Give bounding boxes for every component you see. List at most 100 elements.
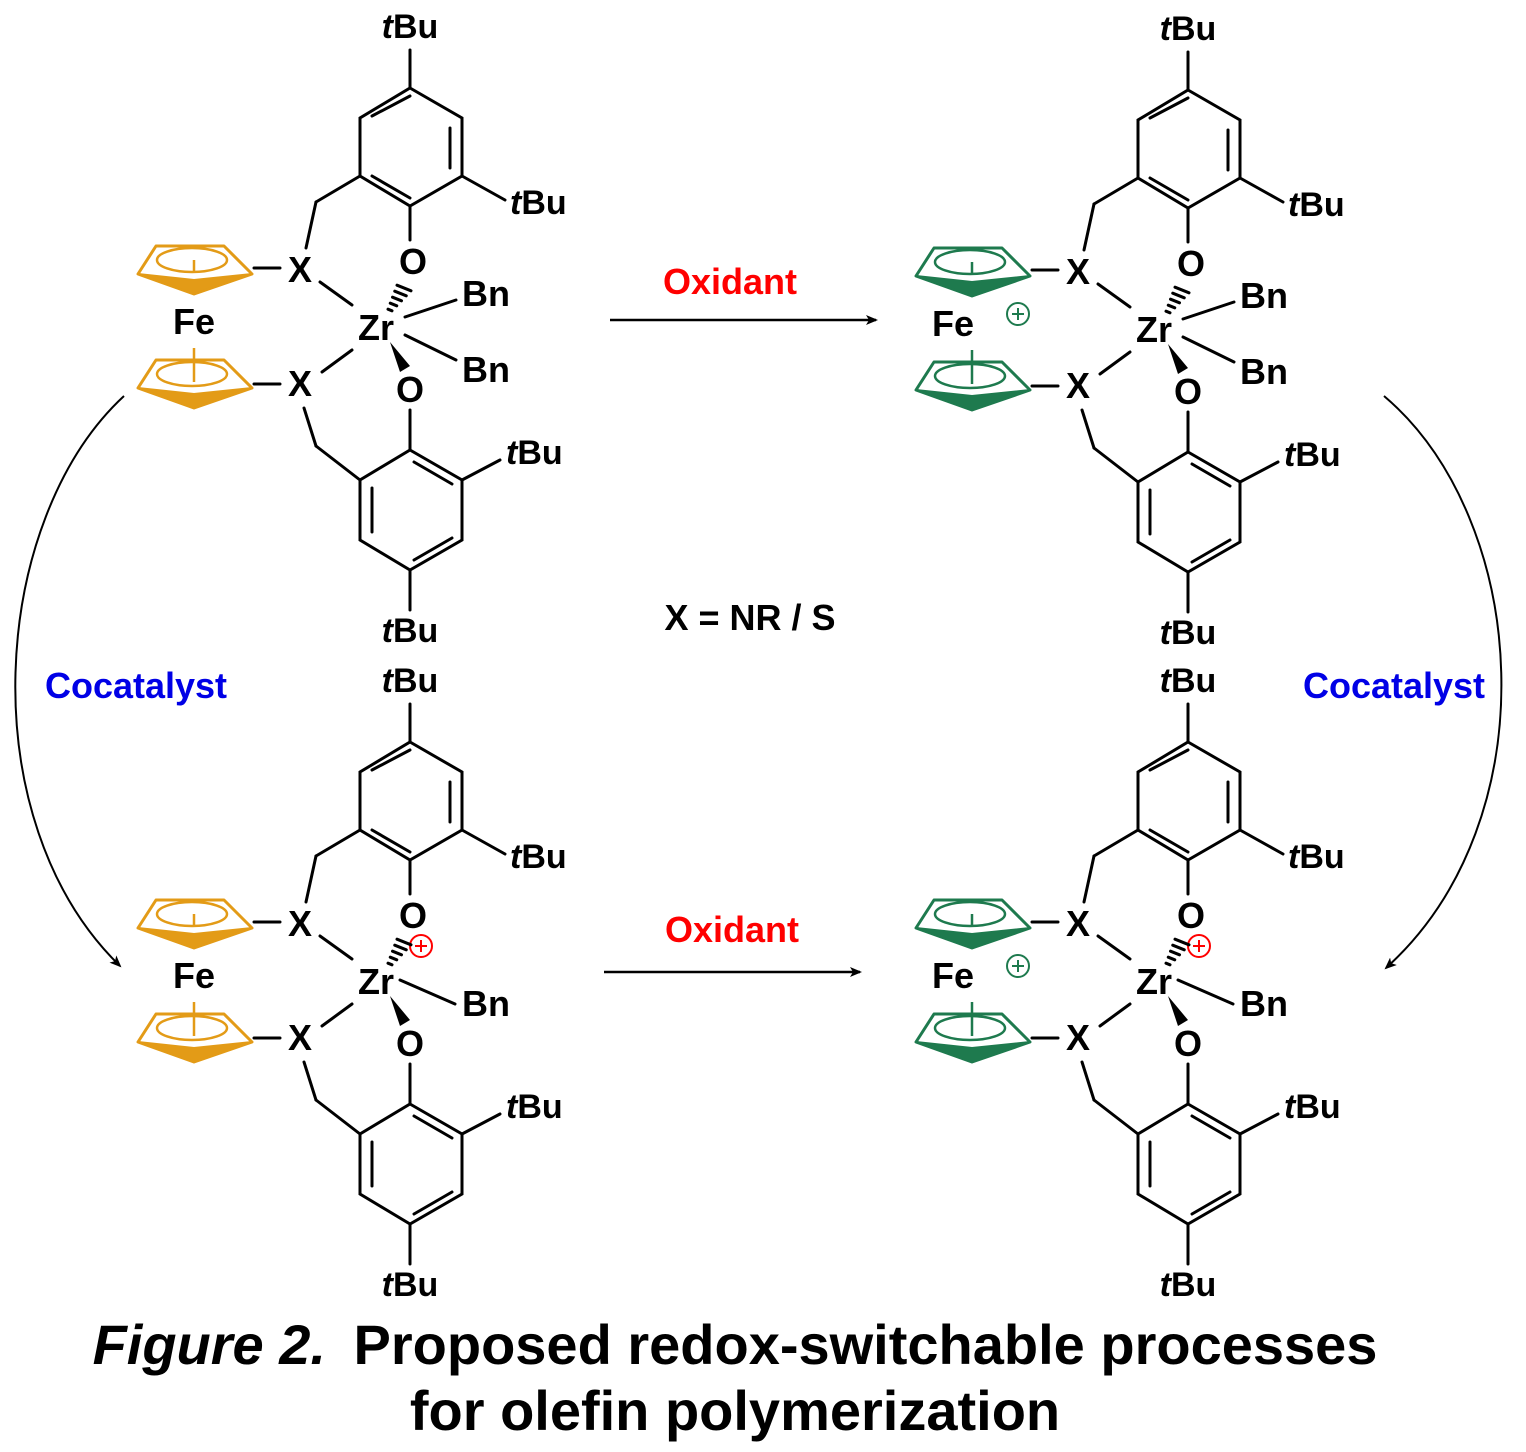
aryl-ring-top (1136, 740, 1242, 862)
oxygen-top: O (399, 895, 427, 936)
hashed-wedge (386, 307, 394, 313)
bond (460, 458, 502, 482)
double-bond (370, 748, 412, 772)
bond (302, 1060, 318, 1102)
x-donor-top: X (288, 903, 312, 944)
hashed-wedge (1171, 943, 1186, 952)
double-bond (370, 174, 412, 200)
iron-atom: Fe (173, 955, 215, 996)
oxygen-bottom: O (1174, 1023, 1202, 1064)
cp-ring-bottom (914, 350, 1032, 412)
bond (403, 333, 458, 362)
oxidant-label-top: Oxidant (663, 261, 797, 302)
aryl-ring-top (358, 740, 464, 862)
oxygen-bottom: O (1174, 371, 1202, 412)
cp-ring-top (914, 898, 1032, 950)
double-bond (1190, 1114, 1232, 1140)
double-bond (1148, 828, 1190, 854)
double-bond (1148, 96, 1190, 120)
benzyl-ligand-2: Bn (462, 349, 510, 390)
bond (314, 828, 362, 858)
cp-ring-bottom (136, 1002, 254, 1064)
bond (1098, 1002, 1132, 1028)
zr-charge-icon (1187, 934, 1211, 958)
double-bond (1190, 462, 1232, 488)
cocatalyst-arrow-left: Cocatalyst (14, 395, 227, 968)
hashed-wedge (1169, 949, 1181, 957)
double-bond (412, 1190, 454, 1216)
bond (318, 280, 354, 307)
bond (1238, 1112, 1280, 1136)
aryl-ring-bottom (1136, 1102, 1242, 1226)
hashed-wedge (388, 301, 399, 308)
benzyl-ligand-1: Bn (462, 273, 510, 314)
solid-wedge (390, 996, 410, 1026)
hashed-wedge (1173, 937, 1191, 947)
aryl-ring-bottom (358, 1102, 464, 1226)
benzyl-ligand: Bn (1240, 983, 1288, 1024)
hashed-wedge (395, 283, 413, 293)
zirconium-atom: Zr (358, 307, 394, 348)
oxidant-arrow-top: Oxidant (610, 261, 878, 325)
hashed-wedge (391, 295, 403, 303)
tbu-ortho-top: tBu (1288, 838, 1345, 876)
oxygen-bottom: O (396, 1023, 424, 1064)
aryl-ring-bottom (1136, 450, 1242, 574)
bond (1082, 854, 1096, 904)
hashed-wedge (393, 289, 408, 298)
double-bond (1148, 176, 1190, 202)
zr-charge-icon (409, 934, 433, 958)
solid-wedge (1168, 344, 1188, 374)
tbu-ortho-top: tBu (510, 184, 567, 222)
tbu-para-top: tBu (1160, 662, 1217, 700)
bond (460, 1112, 502, 1136)
oxygen-top: O (399, 241, 427, 282)
solid-wedge (390, 342, 410, 372)
double-bond (370, 94, 412, 118)
fe-charge-icon (1006, 302, 1030, 326)
solid-wedge (1168, 996, 1188, 1026)
hashed-wedge (388, 955, 399, 962)
zirconium-atom: Zr (1136, 961, 1172, 1002)
iron-atom: Fe (932, 955, 974, 996)
tbu-ortho-bottom: tBu (1284, 436, 1341, 474)
aryl-ring-top (1136, 88, 1242, 210)
bond (1238, 828, 1285, 856)
oxygen-top: O (1177, 243, 1205, 284)
double-bond (412, 536, 454, 562)
bond (1092, 1098, 1140, 1136)
bond (1082, 202, 1096, 252)
bond (318, 934, 354, 961)
tbu-para-bottom: tBu (382, 612, 439, 650)
aryl-ring-top (358, 86, 464, 208)
bond (1181, 335, 1236, 364)
double-bond (1190, 538, 1232, 564)
oxygen-top: O (1177, 895, 1205, 936)
cp-ring-top (136, 898, 254, 950)
oxidant-label-bottom: Oxidant (665, 909, 799, 950)
benzyl-ligand: Bn (462, 983, 510, 1024)
tbu-para-top: tBu (382, 662, 439, 700)
tbu-ortho-top: tBu (510, 838, 567, 876)
bond (1096, 282, 1132, 309)
double-bond (412, 460, 454, 486)
x-definition-legend: X = NR / S (664, 597, 835, 638)
double-bond (412, 1114, 454, 1140)
bond (314, 444, 362, 482)
caption-text-line1: Proposed redox-switchable processes (354, 1313, 1378, 1376)
bond (460, 174, 507, 202)
bond (403, 298, 458, 319)
figure-caption-line2: for olefin polymerization (410, 1379, 1060, 1442)
cp-ring-top (914, 246, 1032, 298)
bond (320, 348, 354, 374)
hashed-wedge (1164, 961, 1172, 967)
bond (320, 1002, 354, 1028)
figure-label: Figure 2. (93, 1313, 326, 1376)
x-donor-top: X (1066, 903, 1090, 944)
bond (304, 200, 318, 250)
bond (1238, 460, 1280, 484)
tbu-para-top: tBu (382, 8, 439, 46)
cp-ring-bottom (136, 348, 254, 410)
